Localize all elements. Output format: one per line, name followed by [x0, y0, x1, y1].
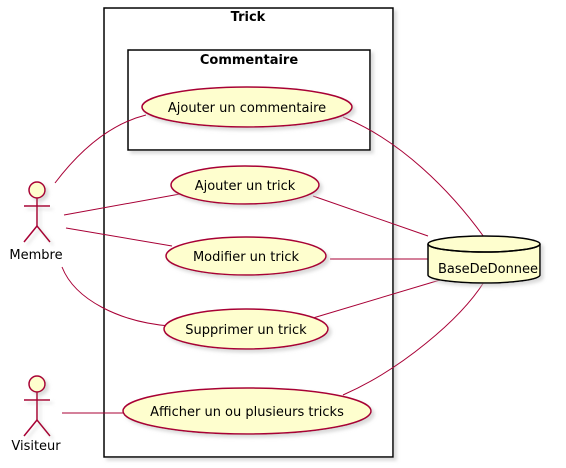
assoc-show-tricks-db: [342, 281, 485, 396]
assoc-member-add-comment: [54, 114, 147, 184]
usecase-show-tricks-label: Afficher un ou plusieurs tricks: [150, 405, 344, 420]
usecase-edit-trick[interactable]: Modifier un trick: [165, 236, 327, 276]
stick-figure-icon: [23, 181, 51, 243]
usecase-add-trick-label: Ajouter un trick: [195, 179, 296, 194]
assoc-add-trick-db: [312, 195, 429, 237]
assoc-member-add-trick: [63, 193, 181, 216]
actor-visitor[interactable]: Visiteur: [11, 375, 61, 454]
assoc-add-comment-db: [342, 116, 485, 238]
usecase-add-comment[interactable]: Ajouter un commentaire: [141, 86, 353, 128]
stick-figure-icon: [23, 375, 51, 437]
database-icon: [427, 235, 541, 284]
actor-visitor-label: Visiteur: [11, 439, 61, 454]
database-basededonnee[interactable]: BaseDeDonnee: [427, 235, 541, 284]
package-commentaire-title: Commentaire: [200, 53, 298, 68]
usecase-add-comment-label: Ajouter un commentaire: [168, 101, 326, 116]
usecase-show-tricks[interactable]: Afficher un ou plusieurs tricks: [122, 387, 372, 435]
assoc-member-edit-trick: [65, 227, 173, 247]
assoc-member-delete-trick: [61, 266, 171, 327]
database-label: BaseDeDonnee: [438, 262, 538, 277]
assoc-delete-trick-db: [312, 279, 441, 319]
actor-member-label: Membre: [9, 248, 62, 263]
associations: [54, 114, 485, 414]
usecase-add-trick[interactable]: Ajouter un trick: [170, 165, 320, 205]
actor-member[interactable]: Membre: [9, 181, 63, 263]
usecase-delete-trick-label: Supprimer un trick: [185, 323, 307, 338]
usecase-delete-trick[interactable]: Supprimer un trick: [163, 308, 329, 350]
package-trick-title: Trick: [231, 10, 266, 25]
usecase-edit-trick-label: Modifier un trick: [193, 250, 300, 265]
